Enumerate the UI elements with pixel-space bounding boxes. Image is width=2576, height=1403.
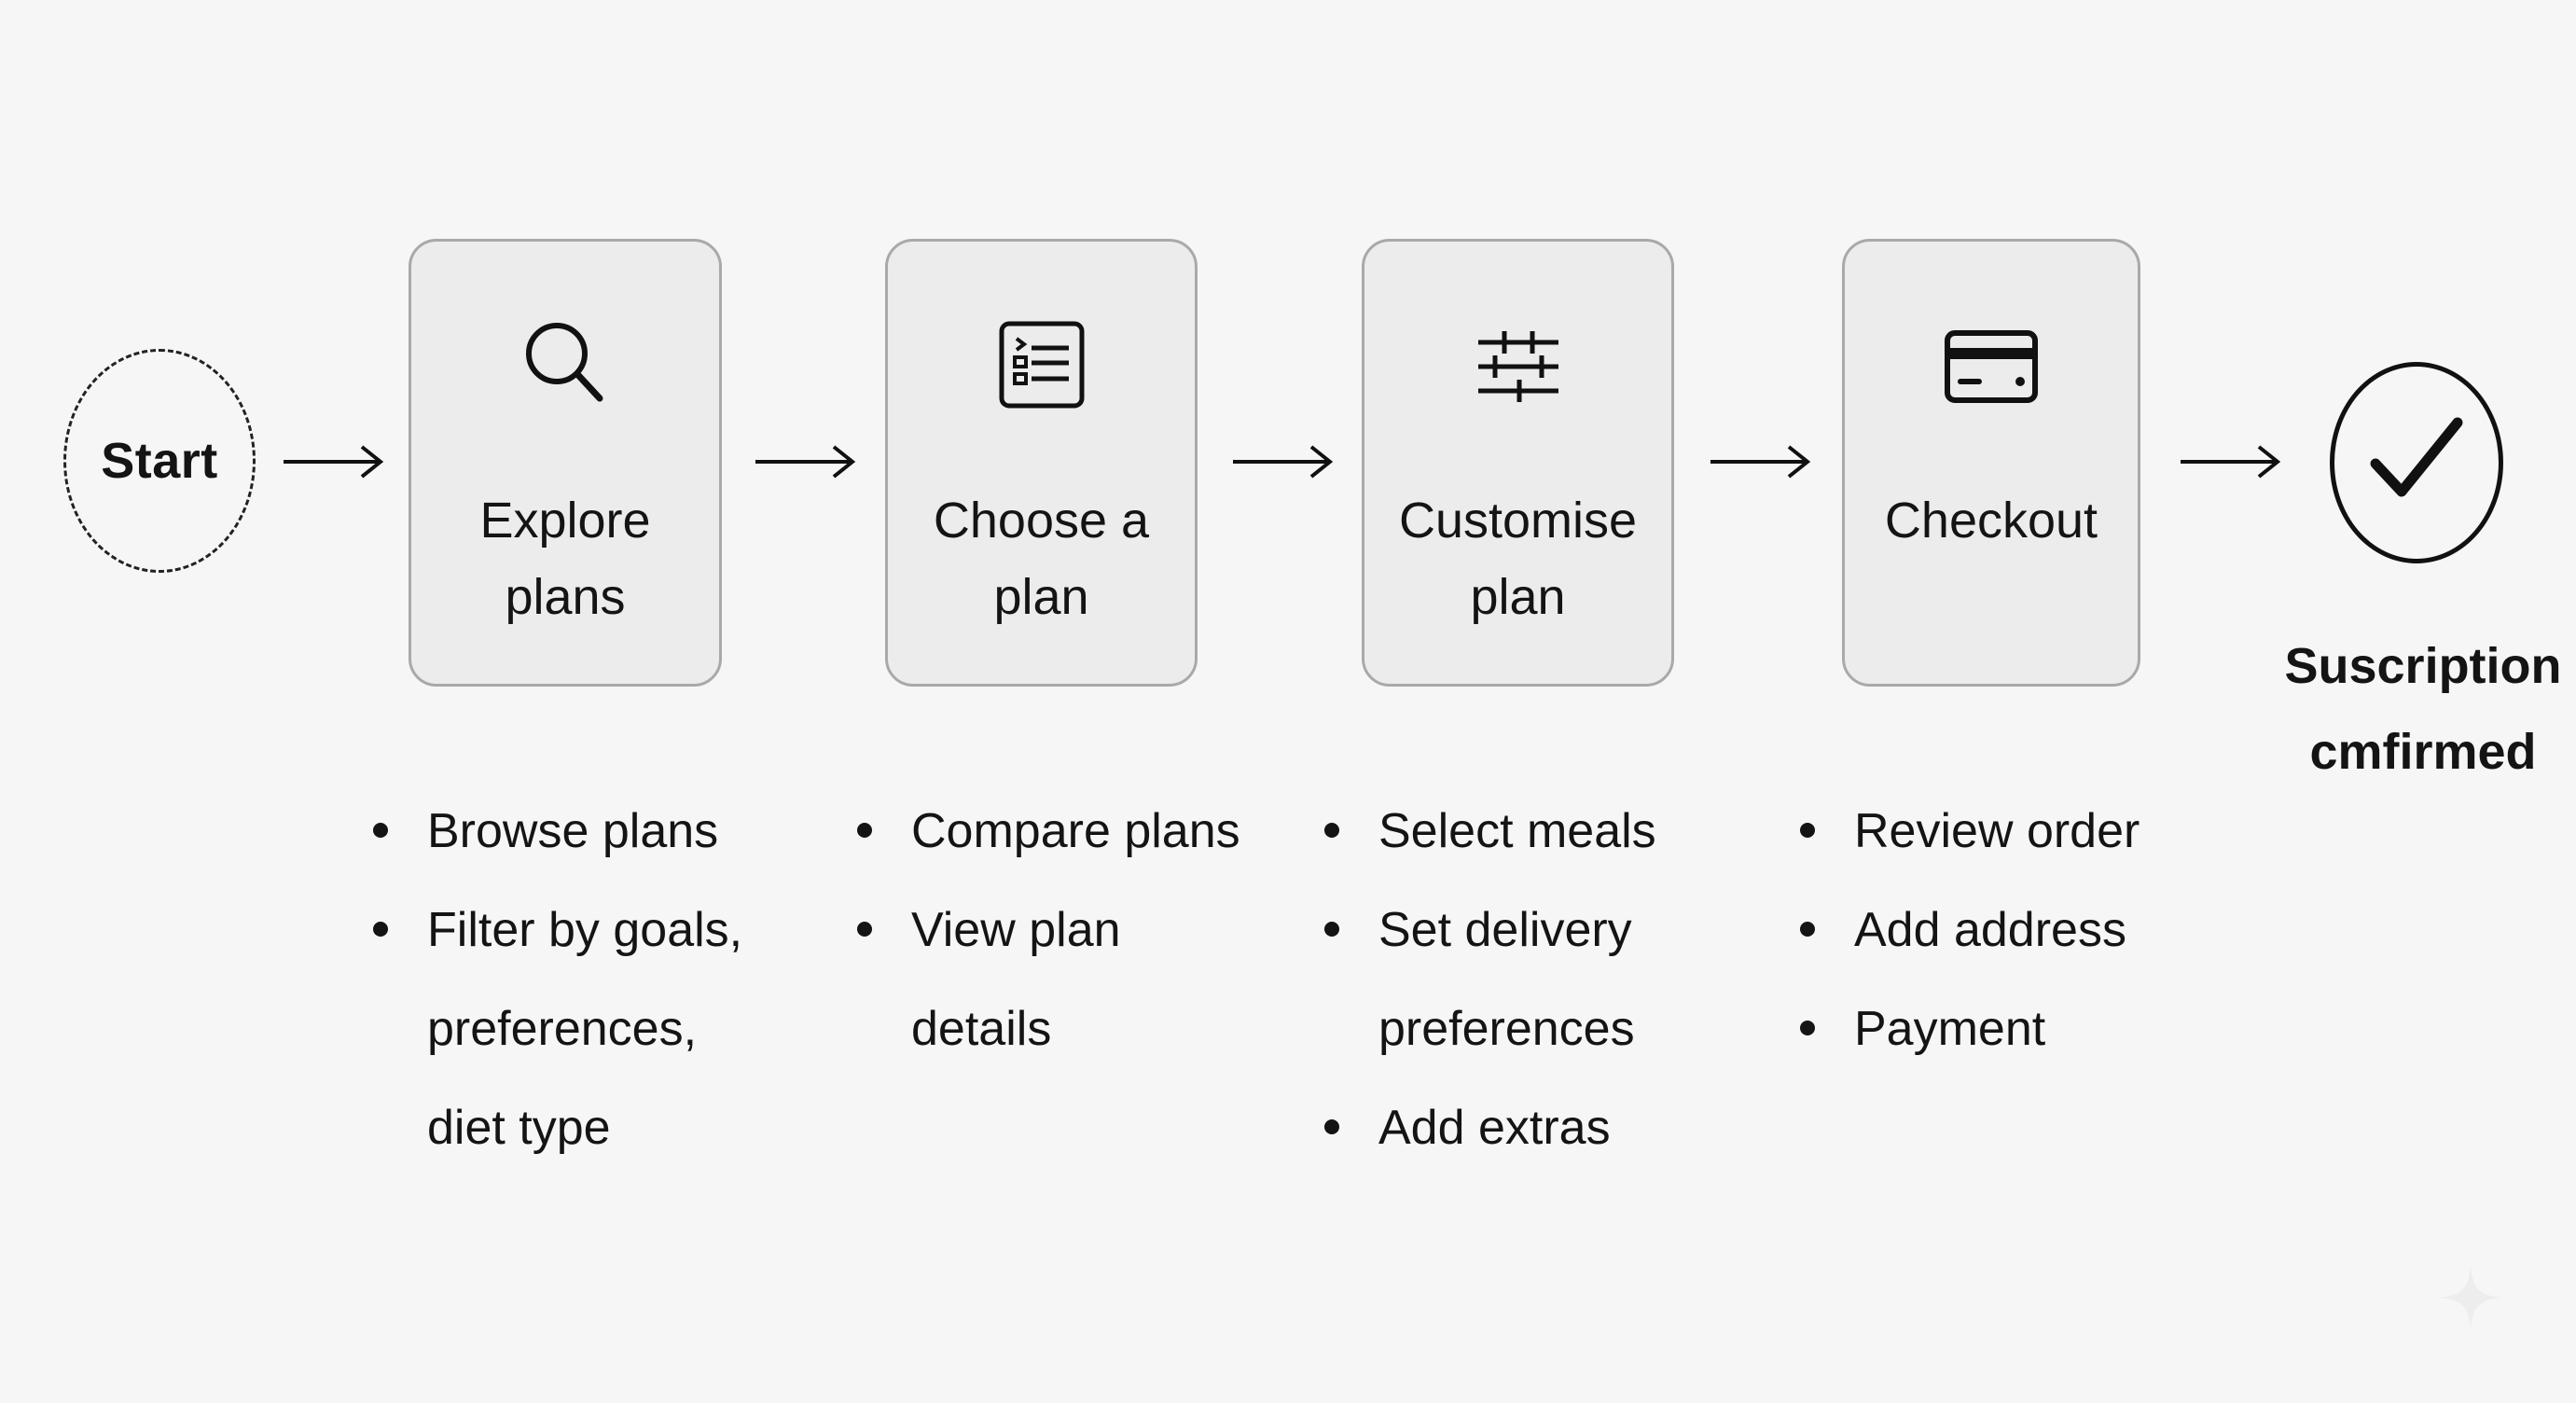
list-item: Browse plans	[371, 782, 742, 881]
list-item: Add extras	[1323, 1078, 1656, 1177]
plan-list-icon	[999, 321, 1084, 409]
detail-text: Add address	[1854, 903, 2126, 957]
bullet	[373, 922, 388, 937]
detail-text: View plan details	[911, 903, 1121, 1056]
arrow-checkout-to-confirmed	[2181, 445, 2281, 479]
bullet	[1800, 823, 1815, 838]
arrow-choose-to-customise	[1233, 445, 1334, 479]
detail-text: Set delivery preferences	[1378, 903, 1635, 1056]
search-icon	[526, 323, 603, 402]
step-explore-plans: Explore plans	[409, 239, 722, 687]
detail-text: Filter by goals, preferences, diet type	[427, 903, 743, 1155]
bullet	[373, 823, 388, 838]
arrow-start-to-explore	[284, 445, 384, 479]
list-item: Select meals	[1323, 782, 1656, 881]
list-item: View plan details	[855, 881, 1240, 1078]
bullet	[1324, 922, 1339, 937]
bullet	[857, 922, 872, 937]
bullet	[1324, 1119, 1339, 1134]
bullet	[1800, 1021, 1815, 1035]
list-item: Filter by goals, preferences, diet type	[371, 881, 742, 1177]
arrow-explore-to-choose	[755, 445, 856, 479]
detail-text: Review order	[1854, 804, 2140, 858]
bullet	[857, 823, 872, 838]
bullet	[1800, 922, 1815, 937]
step-title: Customise plan	[1398, 493, 1638, 625]
start-label: Start	[101, 433, 218, 489]
bullet	[1324, 823, 1339, 838]
end-label: Suscription cmfirmed	[2284, 638, 2562, 780]
step-choose-plan: Choose a plan	[885, 239, 1198, 687]
arrow-customise-to-checkout	[1710, 445, 1811, 479]
credit-card-icon	[1945, 330, 2038, 403]
checkmark-icon	[2370, 417, 2463, 497]
step-customise-plan: Customise plan	[1362, 239, 1674, 687]
sliders-icon	[1477, 331, 1558, 402]
sparkle-icon	[2440, 1267, 2501, 1328]
list-item: Compare plans	[855, 782, 1240, 881]
checkout-details: Review order Add address Payment	[1798, 782, 2140, 1078]
list-item: Payment	[1798, 979, 2140, 1078]
customise-plan-details: Select meals Set delivery preferences Ad…	[1323, 782, 1656, 1177]
list-item: Set delivery preferences	[1323, 881, 1656, 1078]
detail-text: Browse plans	[427, 804, 719, 858]
detail-text: Add extras	[1378, 1101, 1611, 1155]
explore-plans-details: Browse plans Filter by goals, preference…	[371, 782, 742, 1177]
step-title: Explore plans	[479, 493, 651, 625]
start-node: Start	[63, 349, 256, 573]
list-item: Review order	[1798, 782, 2140, 881]
list-item: Add address	[1798, 881, 2140, 979]
detail-text: Payment	[1854, 1002, 2046, 1056]
step-checkout: Checkout	[1842, 239, 2140, 687]
detail-text: Select meals	[1378, 804, 1656, 858]
step-title: Checkout	[1884, 493, 2098, 549]
step-title: Choose a plan	[933, 493, 1150, 625]
choose-plan-details: Compare plans View plan details	[855, 782, 1240, 1078]
end-node	[2330, 362, 2503, 563]
detail-text: Compare plans	[911, 804, 1240, 858]
